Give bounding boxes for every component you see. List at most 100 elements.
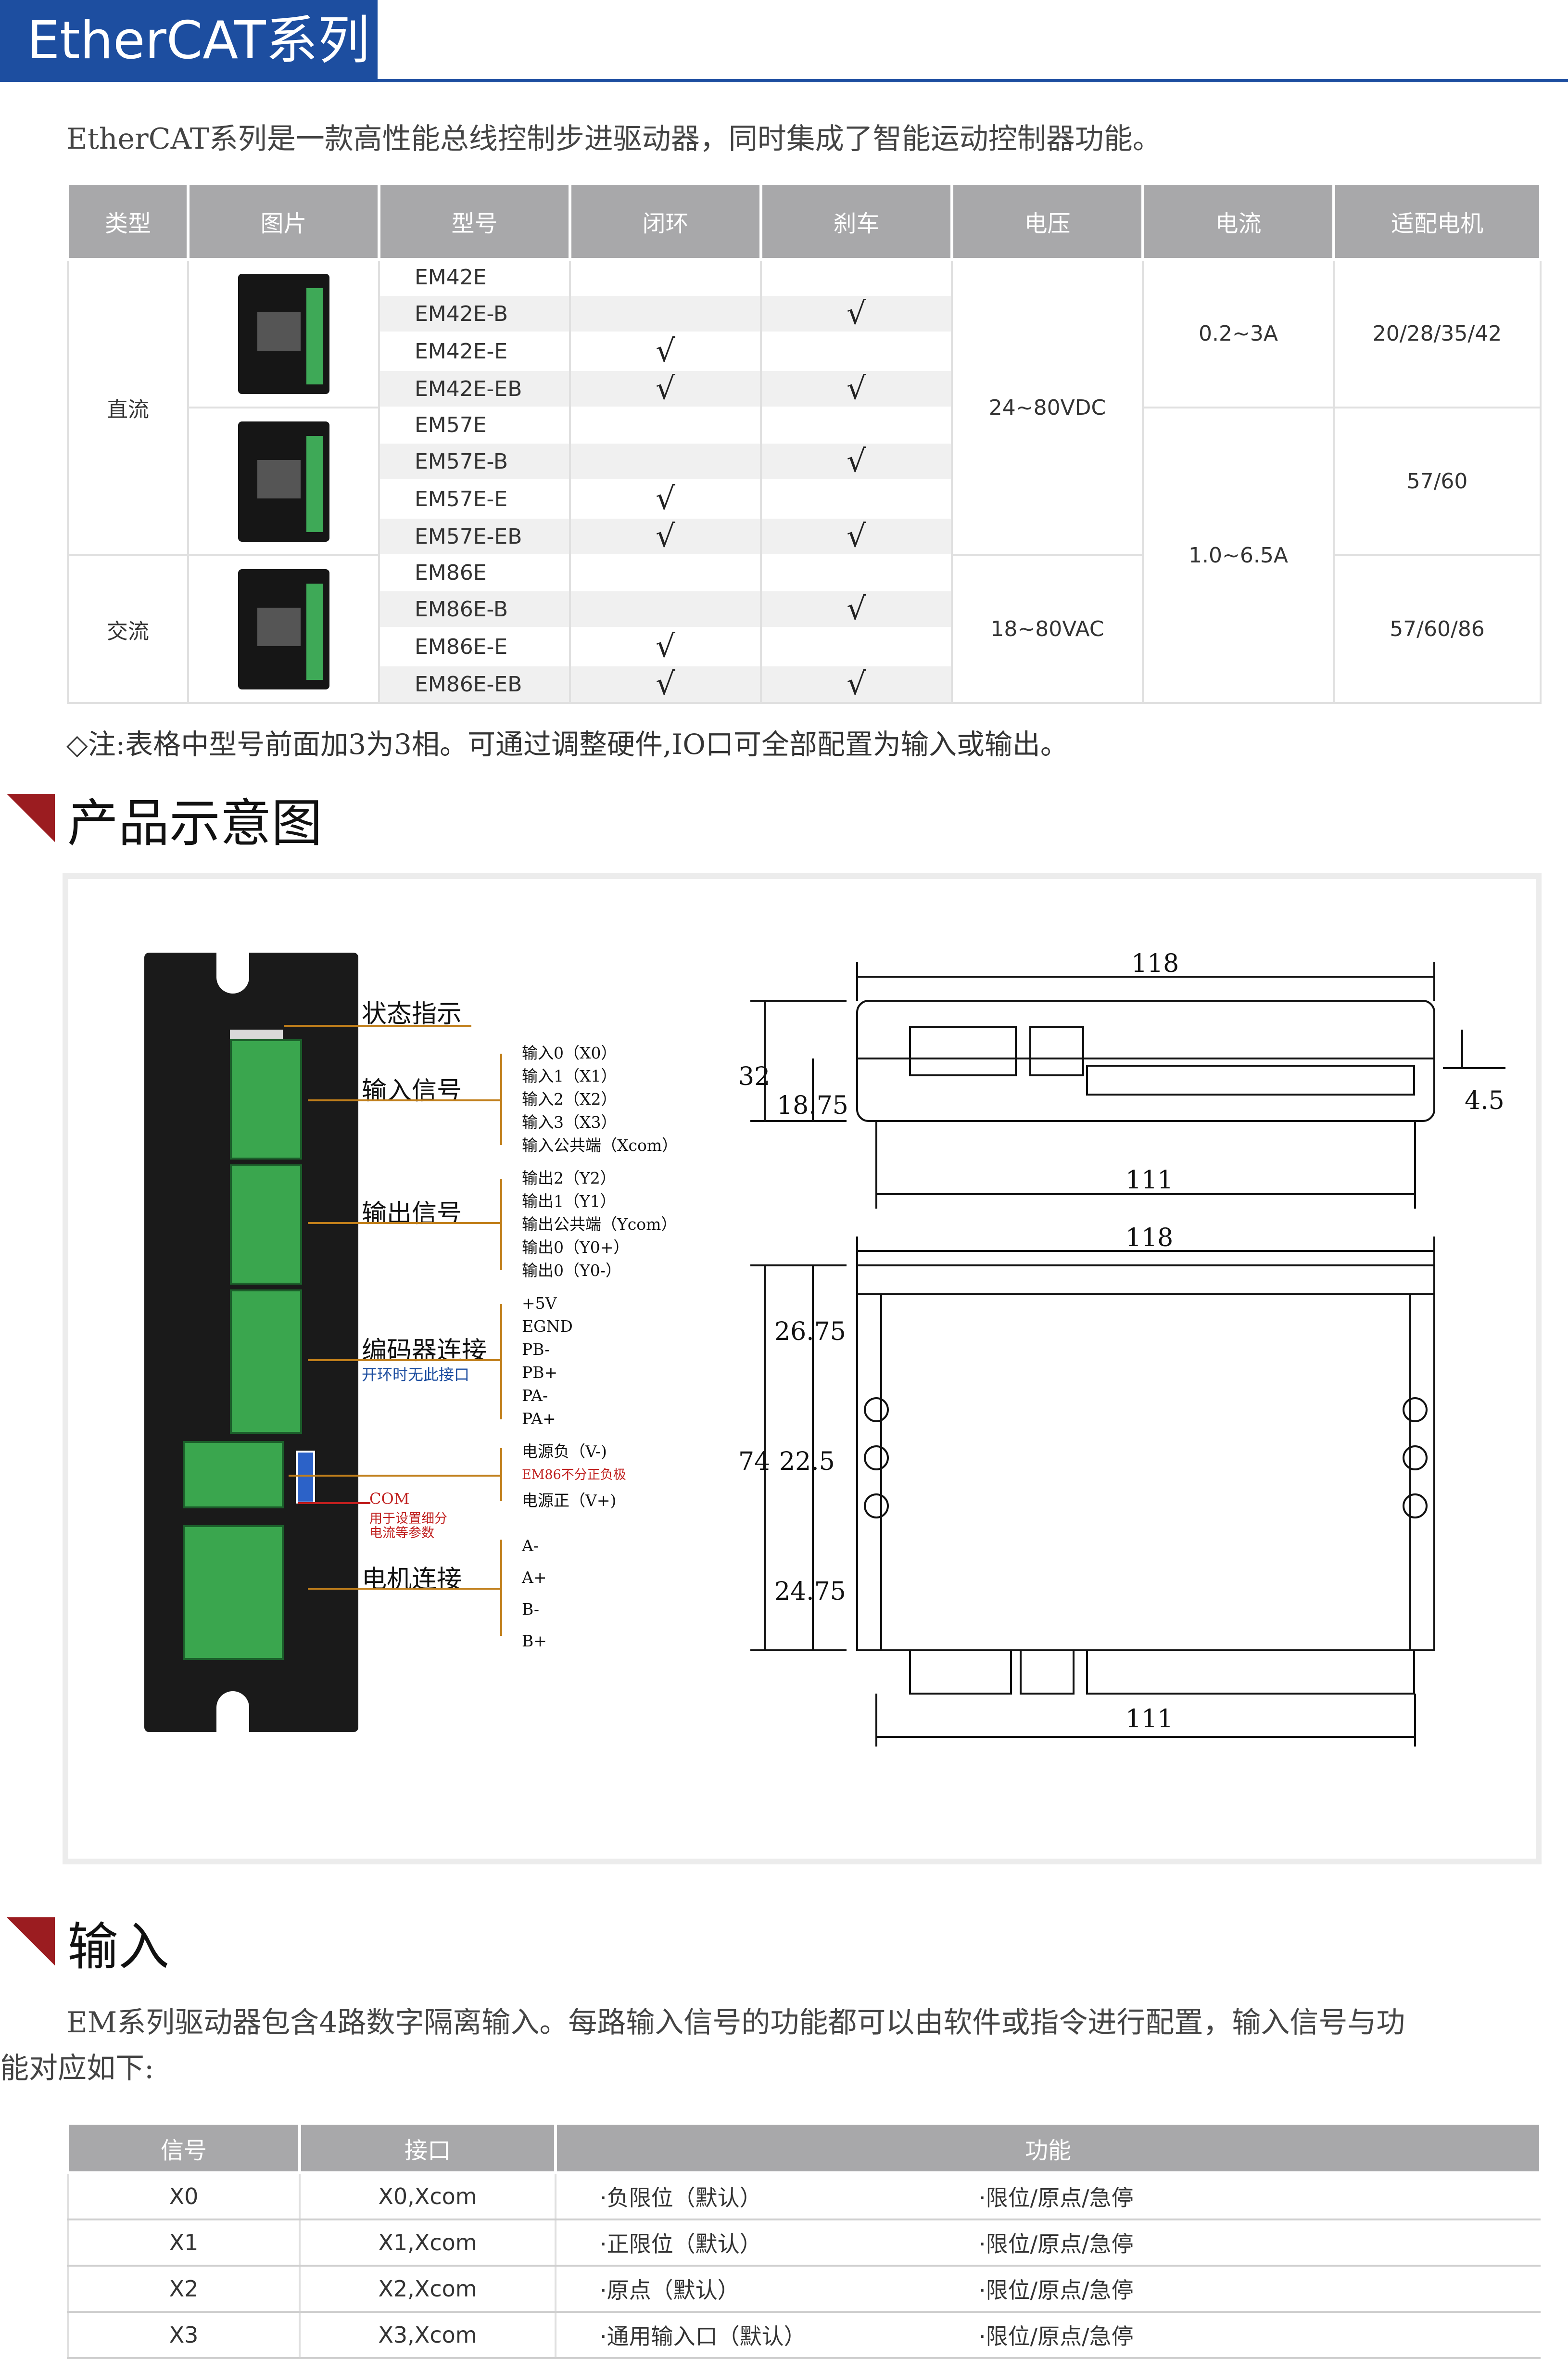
table-row: EM57E-B √: [68, 442, 1541, 480]
product-image-em42: [187, 258, 380, 408]
section-marker-icon: [7, 1917, 55, 1965]
check-mark: √: [656, 371, 675, 407]
label-status: 状态指示: [362, 1000, 462, 1029]
pin-label: PB+: [522, 1363, 558, 1382]
col-brake: 刹车: [759, 182, 953, 261]
model-cell: EM57E-B: [378, 442, 570, 480]
encoder-terminal: [230, 1289, 302, 1434]
pin-label: B-: [522, 1600, 540, 1619]
check-mark: √: [656, 519, 675, 554]
table-row: EM42E-E √: [68, 332, 1541, 370]
col-signal: 信号: [66, 2122, 301, 2174]
section-marker-icon: [7, 794, 55, 842]
dim-111-top: 111: [1125, 1166, 1173, 1195]
dim-26-75: 26.75: [774, 1317, 846, 1346]
table-row: EM86E-E √: [68, 627, 1541, 665]
check-mark: √: [847, 444, 866, 479]
output-terminal: [230, 1164, 302, 1285]
dip-switch: [296, 1451, 315, 1504]
check-mark: √: [847, 296, 866, 332]
pin-label: 输入2（X2）: [522, 1090, 617, 1109]
col-voltage: 电压: [950, 182, 1144, 261]
voltage-dc: 24~80VDC: [951, 258, 1144, 556]
com-label: COM: [369, 1490, 410, 1508]
input-table-header: 信号 接口 功能: [66, 2122, 1543, 2174]
pin-label: A+: [522, 1568, 547, 1587]
check-mark: √: [847, 519, 866, 554]
output-pin-list: 输出2（Y2） 输出1（Y1） 输出公共端（Ycom） 输出0（Y0+） 输出0…: [522, 1167, 677, 1282]
model-table-header: 类型 图片 型号 闭环 刹车 电压 电流 适配电机: [66, 182, 1542, 261]
type-ac: 交流: [67, 554, 189, 704]
encoder-pin-list: +5V EGND PB- PB+ PA- PA+: [522, 1292, 573, 1430]
table-row: X3 X3,Xcom ·通用输入口（默认） ·限位/原点/急停: [67, 2312, 1541, 2359]
pin-label: 输入1（X1）: [522, 1067, 617, 1085]
motor-b: 57/60: [1333, 407, 1542, 556]
table-row: EM42E-B √: [68, 294, 1541, 332]
col-port: 接口: [298, 2122, 557, 2174]
intro-text: EtherCAT系列是一款高性能总线控制步进驱动器，同时集成了智能运动控制器功能…: [66, 122, 1162, 156]
table-row: X2 X2,Xcom ·原点（默认） ·限位/原点/急停: [67, 2266, 1541, 2313]
motor-c: 57/60/86: [1333, 554, 1542, 704]
model-cell: EM57E: [378, 407, 570, 443]
check-mark: √: [656, 333, 675, 369]
model-cell: EM42E: [378, 258, 570, 295]
mount-slot-bottom: [216, 1691, 249, 1734]
col-model: 型号: [378, 182, 571, 261]
page-title: EtherCAT系列: [27, 11, 370, 71]
dim-4-5: 4.5: [1465, 1086, 1505, 1115]
table-row: EM57E-EB √ √: [68, 517, 1541, 555]
pin-label: A-: [522, 1536, 539, 1555]
col-current: 电流: [1141, 182, 1335, 261]
input-terminal: [230, 1039, 302, 1160]
pin-label: 输出1（Y1）: [522, 1192, 616, 1211]
section-title-schematic: 产品示意图: [67, 794, 322, 853]
model-cell: EM42E-B: [378, 294, 570, 332]
motor-pin-list: A- A+ B- B+: [522, 1530, 547, 1657]
model-cell: EM42E-E: [378, 332, 570, 370]
model-cell: EM86E: [378, 554, 570, 590]
col-closed-loop: 闭环: [569, 182, 762, 261]
check-mark: √: [656, 629, 675, 664]
col-function: 功能: [554, 2122, 1543, 2174]
check-mark: √: [847, 666, 866, 702]
dim-32: 32: [738, 1062, 770, 1091]
current-a: 0.2~3A: [1142, 258, 1335, 408]
pin-label: 输出公共端（Ycom）: [522, 1215, 677, 1234]
model-cell: EM86E-E: [378, 627, 570, 665]
input-description-line2: 能对应如下:: [0, 2052, 154, 2085]
voltage-ac: 18~80VAC: [951, 554, 1144, 704]
product-image-em57: [187, 407, 380, 556]
table-row: 直流 EM42E 24~80VDC 0.2~3A 20/28/35/42: [67, 258, 1542, 556]
table-row: EM86E-B √: [68, 589, 1541, 628]
model-table: 类型 图片 型号 闭环 刹车 电压 电流 适配电机 直流 EM42E 24~80…: [66, 182, 1542, 704]
dim-118-top: 118: [1131, 949, 1179, 978]
table-row: 交流 EM86E 18~80VAC 57/60/86: [67, 554, 1542, 704]
dimension-drawing: 118 111 32 18.75 4.5 118 26.75 74 22.5 2…: [738, 949, 1505, 1747]
product-image-em86: [187, 554, 380, 704]
model-cell: EM86E-B: [378, 589, 570, 628]
model-cell: EM86E-EB: [378, 664, 570, 703]
motor-terminal: [183, 1525, 284, 1660]
pin-label: PA+: [522, 1409, 556, 1428]
dim-18-75: 18.75: [777, 1091, 848, 1120]
model-cell: EM42E-EB: [378, 369, 570, 408]
table-row: EM86E-EB √ √: [68, 664, 1541, 703]
col-motor: 适配电机: [1332, 182, 1542, 261]
pin-label: 输出0（Y0-）: [522, 1261, 621, 1280]
current-b: 1.0~6.5A: [1142, 407, 1335, 704]
check-mark: √: [656, 666, 675, 702]
col-type: 类型: [66, 182, 190, 261]
col-image: 图片: [187, 182, 380, 261]
model-cell: EM57E-EB: [378, 517, 570, 555]
header-rule: [378, 79, 1568, 82]
table-row: EM57E 1.0~6.5A 57/60: [68, 407, 1542, 704]
model-cell: EM57E-E: [378, 479, 570, 518]
check-mark: √: [847, 591, 866, 627]
mount-slot-top: [216, 950, 249, 994]
power-neg-label: 电源负（V-): [522, 1442, 607, 1461]
pin-label: 输入3（X3）: [522, 1113, 617, 1132]
pin-label: 输入公共端（Xcom）: [522, 1136, 678, 1155]
power-pos-label: 电源正（V+): [522, 1491, 617, 1510]
motor-a: 20/28/35/42: [1333, 258, 1542, 408]
type-dc: 直流: [67, 258, 189, 556]
